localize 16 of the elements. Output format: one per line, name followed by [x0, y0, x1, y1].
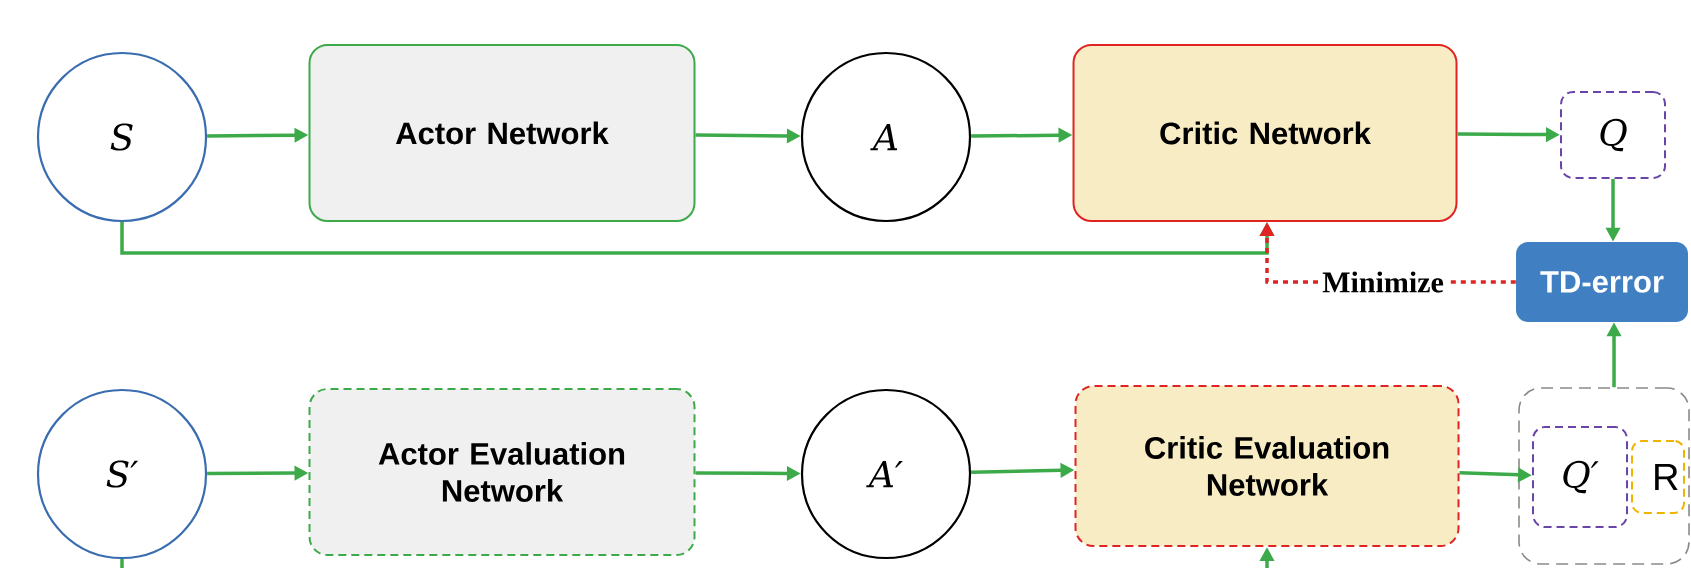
- circle-node: A′: [800, 388, 972, 560]
- minimize-label: Minimize: [1322, 271, 1444, 293]
- network-box: Critic Network: [1072, 44, 1458, 222]
- connector-line: [120, 559, 124, 568]
- td-error-box: TD-error: [1516, 242, 1688, 322]
- network-box: Critic Evaluation Network: [1074, 385, 1460, 547]
- circle-node: S: [36, 51, 208, 223]
- value-box: R: [1631, 440, 1685, 514]
- value-box: Q′: [1532, 426, 1628, 528]
- network-box: Actor Evaluation Network: [308, 388, 696, 556]
- network-box: Actor Network: [308, 44, 696, 222]
- dotted-line: [1448, 280, 1516, 284]
- group-box: [1518, 387, 1690, 565]
- value-box: Q: [1560, 91, 1666, 179]
- circle-node: A: [800, 51, 972, 223]
- circle-node: S′: [36, 388, 208, 560]
